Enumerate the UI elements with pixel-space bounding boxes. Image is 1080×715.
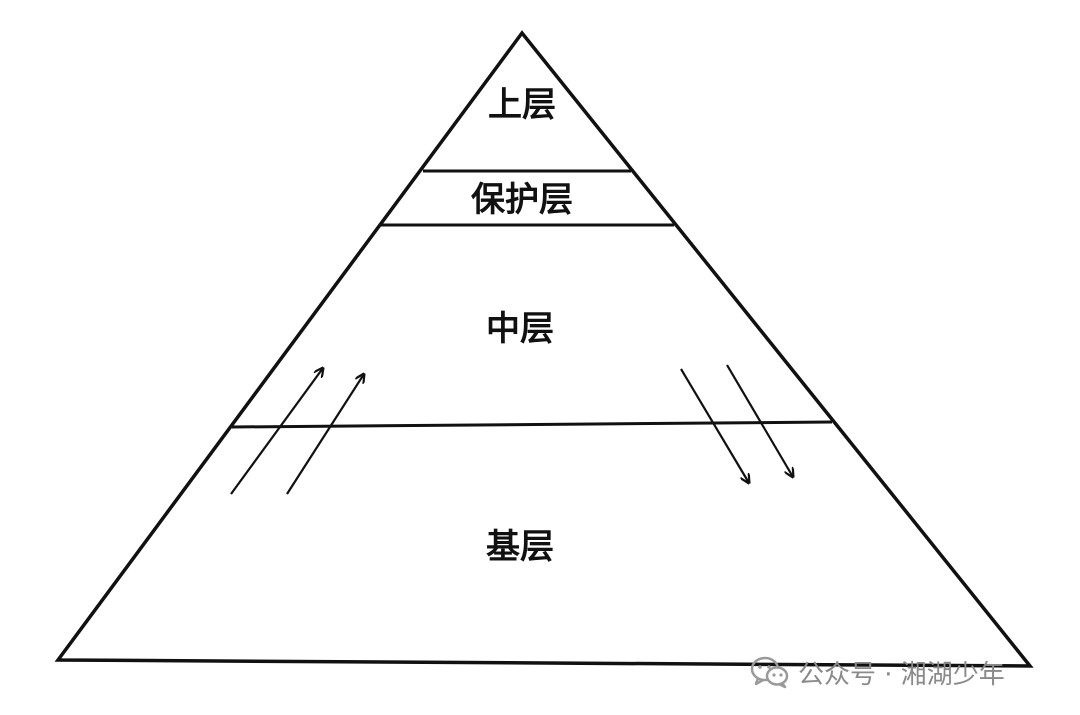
layer-label-base: 基层 [486,527,554,567]
pyramid-outline [54,30,1034,668]
wechat-icon [750,655,790,689]
watermark: 公众号 · 湘湖少年 [750,652,1005,692]
divider-middle-base [231,420,833,429]
arrow-down-right-2 [726,364,793,477]
layer-label-middle: 中层 [486,309,554,349]
layer-label-top: 上层 [488,85,556,125]
arrow-up-left-1 [230,368,323,495]
arrow-down-right-1 [680,368,749,483]
arrow-up-left-2 [286,374,364,495]
layer-label-protective: 保护层 [471,180,573,220]
watermark-text: 公众号 · 湘湖少年 [798,659,1005,690]
